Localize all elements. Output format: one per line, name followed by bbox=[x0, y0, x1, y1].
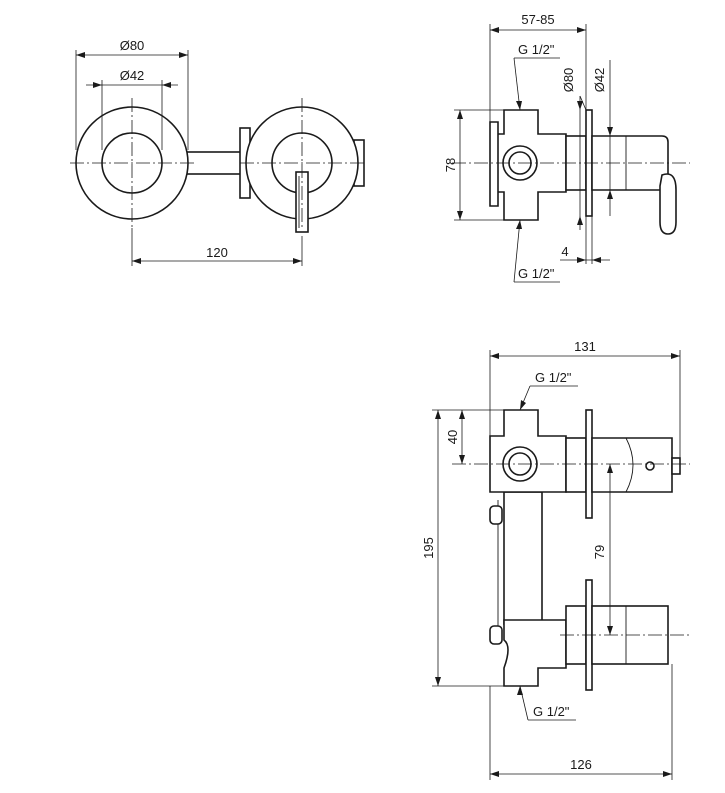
dim-inner-diameter: Ø42 bbox=[120, 68, 145, 83]
dim-valve-spacing: 79 bbox=[592, 545, 607, 559]
dim-center-distance: 120 bbox=[206, 245, 228, 260]
dim-total-height: 195 bbox=[421, 537, 436, 559]
front-vertical-pipe bbox=[503, 491, 543, 625]
front-tab-upper bbox=[489, 505, 503, 525]
side-lever bbox=[659, 173, 677, 235]
plates-view: Ø80 Ø42 120 bbox=[70, 38, 365, 266]
side-fitting-tab bbox=[489, 121, 499, 207]
dim-height: 78 bbox=[443, 158, 458, 172]
side-view: 57-85 Ø80 Ø42 78 4 G 1/2" bbox=[443, 12, 690, 283]
side-thread-bottom: G 1/2" bbox=[518, 266, 555, 281]
front-thread-bottom: G 1/2" bbox=[533, 704, 570, 719]
front-top-handle bbox=[591, 437, 673, 493]
front-top-lever-stub bbox=[671, 457, 681, 475]
dim-flange-diameter: Ø80 bbox=[561, 68, 576, 93]
side-thread-top: G 1/2" bbox=[518, 42, 555, 57]
dim-inlet-offset: 40 bbox=[445, 430, 460, 444]
front-thread-top: G 1/2" bbox=[535, 370, 572, 385]
dim-total-width: 131 bbox=[574, 339, 596, 354]
dim-body-width: 126 bbox=[570, 757, 592, 772]
dim-outer-diameter: Ø80 bbox=[120, 38, 145, 53]
front-view: 131 126 195 40 79 G 1/2" G 1/2 bbox=[421, 339, 690, 780]
front-top-sleeve bbox=[565, 437, 587, 493]
connecting-tube bbox=[185, 151, 249, 175]
dim-flange-thickness: 4 bbox=[561, 244, 568, 259]
dim-wall-depth: 57-85 bbox=[521, 12, 554, 27]
front-top-screw-icon bbox=[645, 461, 655, 471]
front-bottom-valve-body bbox=[503, 619, 567, 687]
dim-handle-diameter: Ø42 bbox=[592, 68, 607, 93]
front-tab-lower bbox=[489, 625, 503, 645]
